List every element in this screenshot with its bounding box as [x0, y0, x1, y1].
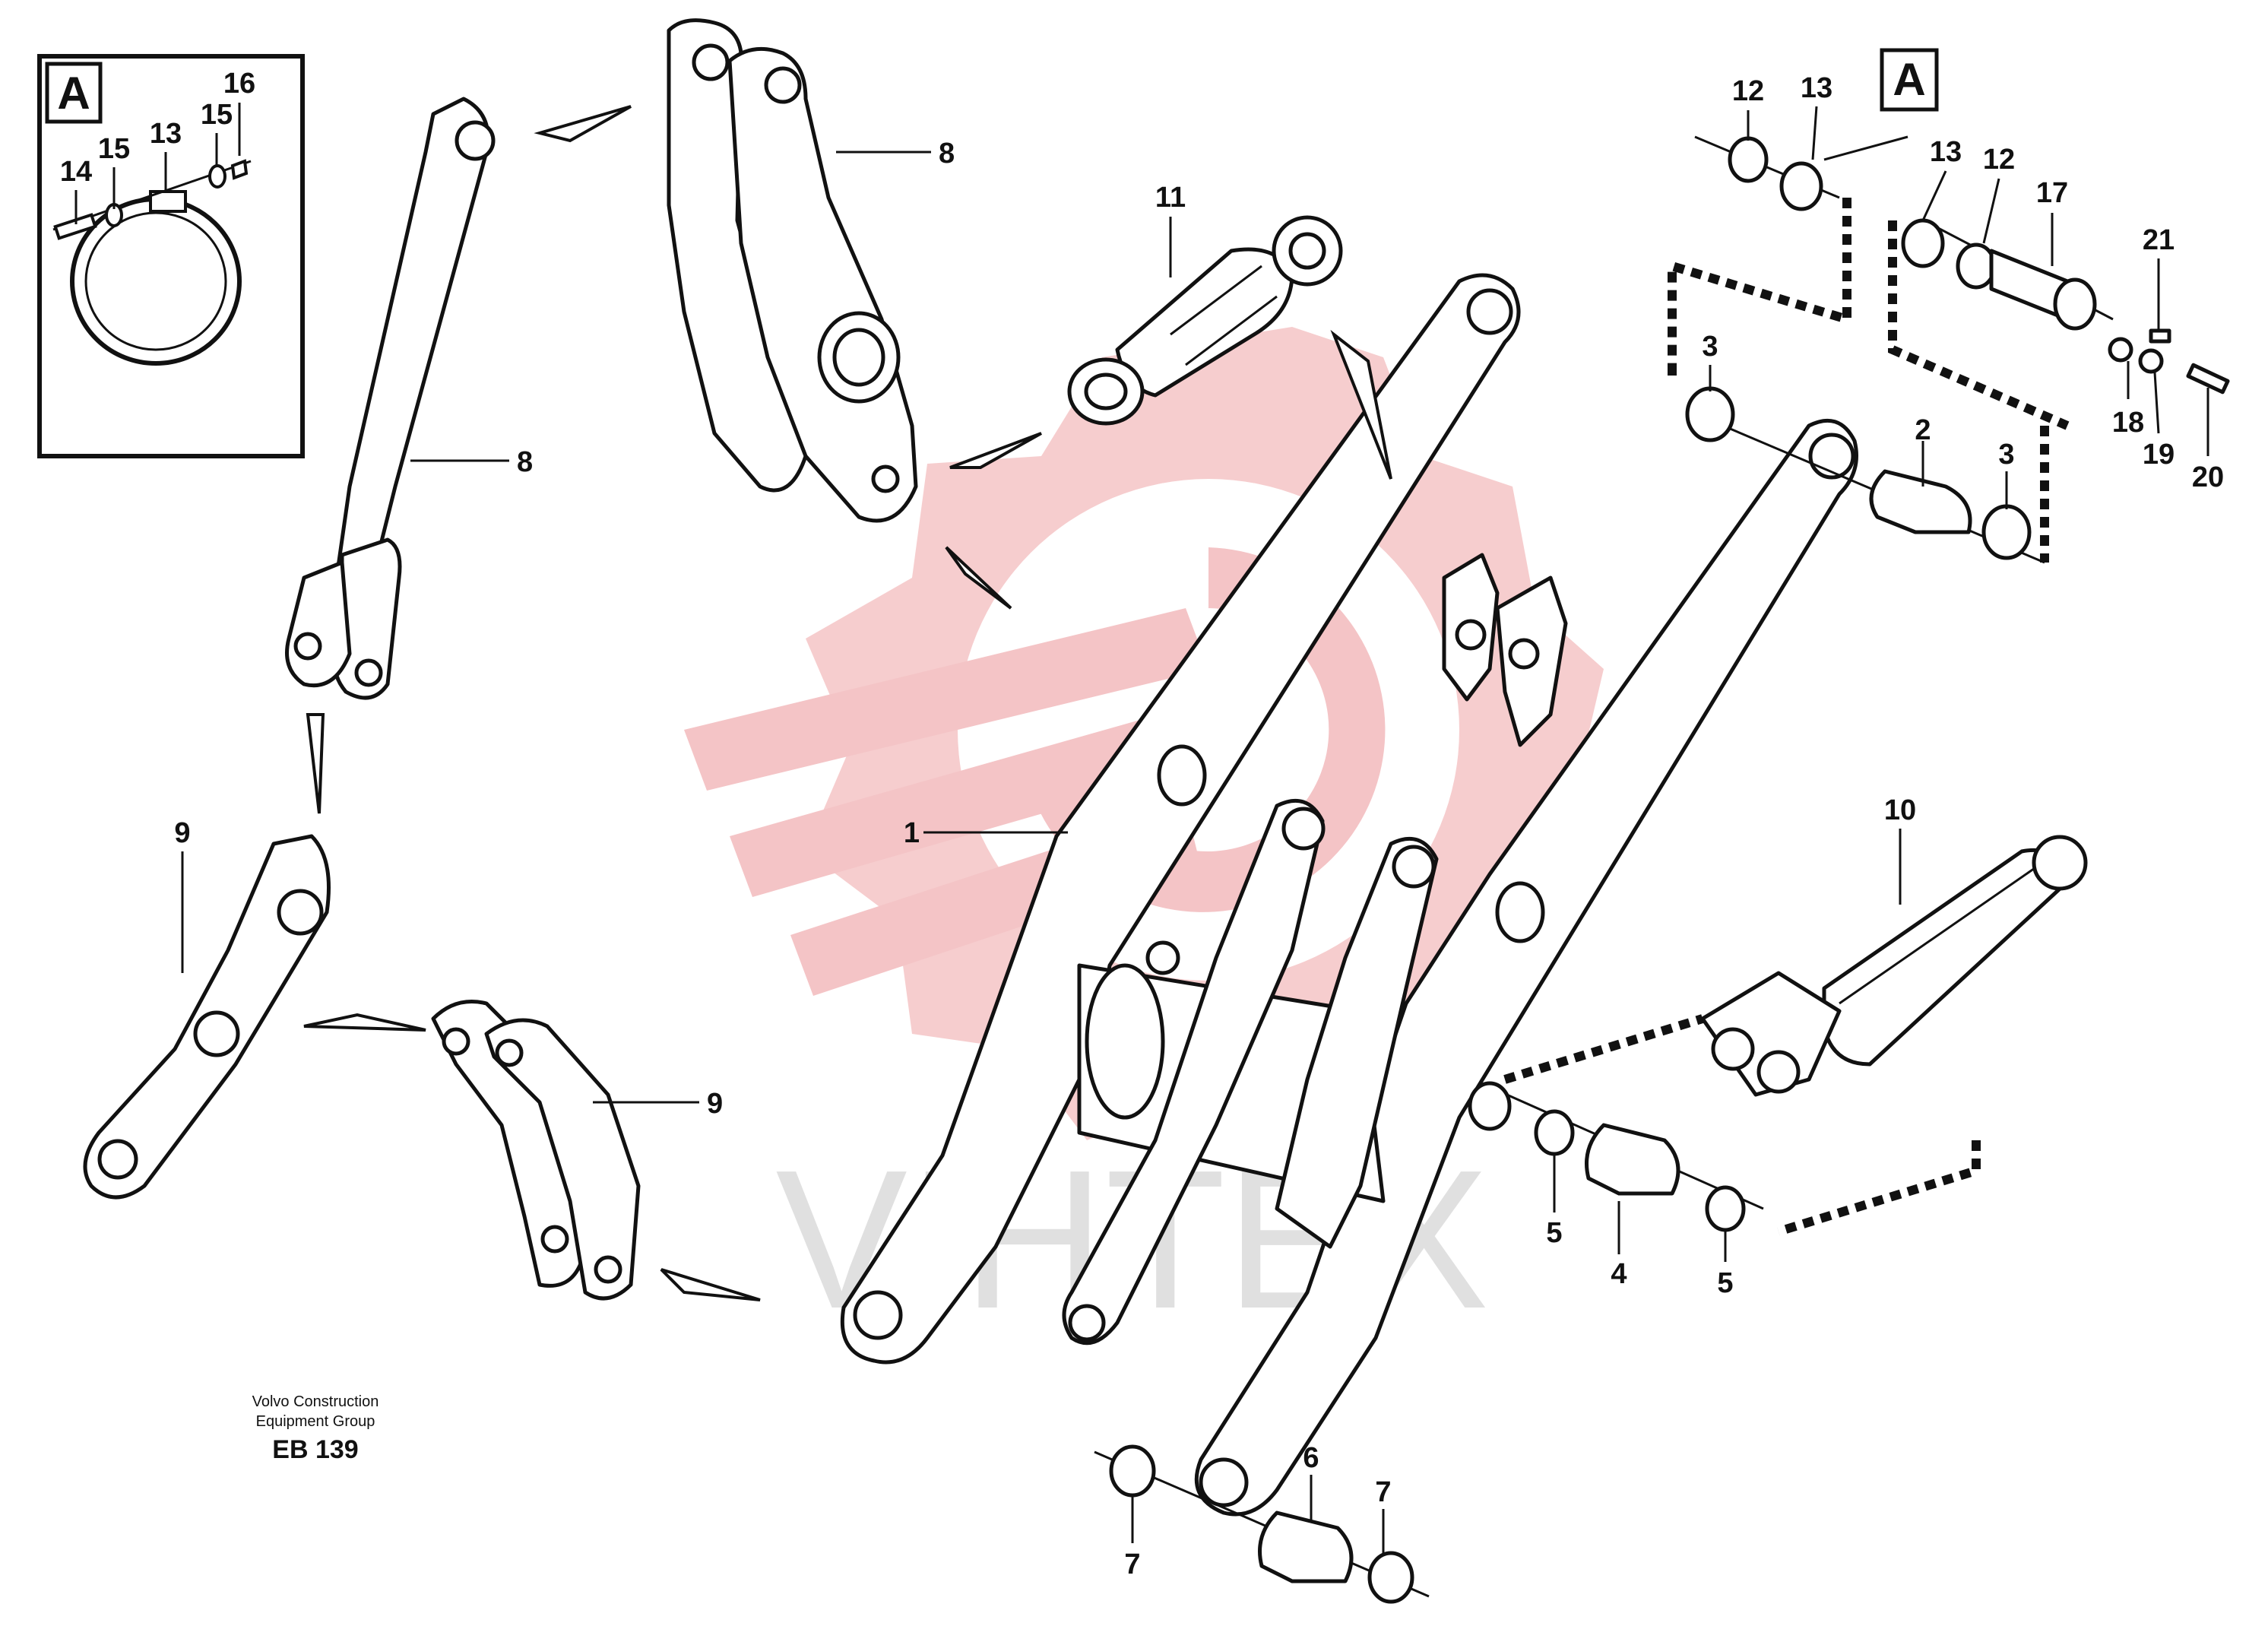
- callout-9b: 9: [707, 1088, 723, 1120]
- callout-8b: 8: [517, 446, 533, 478]
- cylinder-10: [1700, 835, 2088, 1097]
- callout-15a: 15: [98, 133, 130, 165]
- callout-5b: 5: [1717, 1267, 1733, 1299]
- arrow-4: [1330, 329, 1392, 480]
- boom-frame-1: [840, 273, 1858, 1517]
- retaining-ring-detail: [70, 197, 242, 366]
- arrow-1: [534, 105, 632, 143]
- lever-9-left: [83, 834, 331, 1200]
- callout-21: 21: [2143, 224, 2175, 256]
- callout-16: 16: [223, 68, 255, 100]
- callout-20: 20: [2192, 461, 2224, 493]
- callout-13a: 13: [1801, 72, 1832, 104]
- callout-9a: 9: [174, 817, 190, 849]
- publisher-line-1: Volvo Construction: [252, 1393, 379, 1410]
- callout-3a: 3: [1702, 331, 1718, 363]
- pin-assembly-middle: [1685, 386, 2045, 564]
- callout-4: 4: [1611, 1258, 1627, 1290]
- lever-9-right: [431, 1000, 641, 1301]
- callout-19: 19: [2143, 439, 2175, 471]
- callout-5a: 5: [1546, 1217, 1562, 1249]
- bracket-plates: [1442, 553, 1568, 747]
- arrow-5: [306, 713, 325, 814]
- callout-labels: 1 2 3 3 4 5 5 6 7 7 8 8 9 9 10 11 12 12 …: [60, 68, 2224, 1580]
- callout-2: 2: [1915, 414, 1931, 446]
- callout-7a: 7: [1124, 1548, 1140, 1580]
- arrow-3: [945, 546, 1012, 610]
- page-title: EB 139: [272, 1435, 358, 1464]
- footer: Volvo Construction Equipment Group EB 13…: [252, 1393, 379, 1464]
- bolt-detail: [53, 213, 97, 240]
- dashed-brackets: [1503, 198, 2070, 1236]
- leader-lines: [74, 103, 2209, 1555]
- publisher-line-2: Equipment Group: [256, 1413, 375, 1430]
- pin-assembly-lower: [1468, 1081, 1764, 1232]
- link-rod-8: [285, 97, 496, 700]
- callout-8a: 8: [939, 138, 955, 170]
- callout-1: 1: [904, 817, 920, 849]
- callout-13b: 13: [1930, 136, 1962, 168]
- callout-17: 17: [2036, 177, 2068, 209]
- callout-6: 6: [1303, 1442, 1319, 1474]
- callout-3b: 3: [1998, 439, 2014, 471]
- callout-12a: 12: [1732, 75, 1764, 107]
- callout-12b: 12: [1983, 144, 2015, 176]
- arrow-7: [660, 1268, 761, 1301]
- callout-10: 10: [1884, 794, 1916, 826]
- detail-reference-a: A: [1880, 48, 1939, 112]
- pin-assembly-upper: [1694, 135, 2230, 395]
- arrow-6: [303, 1013, 426, 1032]
- detail-reference-letter: A: [1893, 54, 1925, 105]
- detail-frame-a: A: [37, 54, 305, 458]
- cylinder-11: [1067, 215, 1343, 426]
- detail-frame-letter: A: [57, 68, 90, 119]
- double-lever-8: [667, 18, 918, 523]
- callout-13c: 13: [150, 118, 182, 150]
- callout-11: 11: [1155, 182, 1186, 214]
- arrow-2: [949, 432, 1042, 469]
- callout-15b: 15: [201, 99, 233, 131]
- callout-14: 14: [60, 156, 92, 188]
- callout-7b: 7: [1375, 1476, 1391, 1508]
- pointer-arrows: [303, 105, 1392, 1301]
- callout-18: 18: [2112, 407, 2144, 439]
